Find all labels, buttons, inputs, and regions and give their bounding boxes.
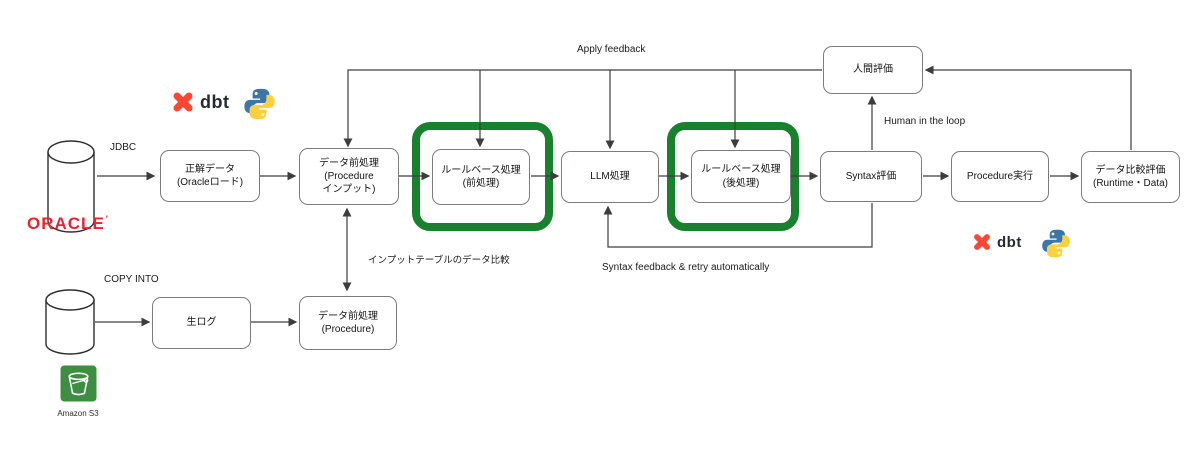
dbt-logo-bottom: dbt (972, 232, 1022, 252)
node-preprocess-procedure: データ前処理 (Procedure) (299, 296, 397, 350)
amazon-s3-icon (60, 365, 96, 402)
node-rule-based-post: ルールベース処理 (後処理) (691, 150, 791, 203)
node-procedure-exec: Procedure実行 (951, 151, 1049, 202)
oracle-trademark: ' (105, 214, 109, 224)
node-rule-based-pre: ルールベース処理 (前処理) (432, 149, 530, 205)
dbt-icon (173, 92, 193, 112)
node-preprocess-input: データ前処理 (Procedure インプット) (299, 148, 399, 205)
node-human-eval: 人間評価 (823, 46, 923, 94)
node-correct-data: 正解データ (Oracleロード) (160, 150, 260, 202)
node-raw-log: 生ログ (152, 297, 251, 349)
syntax-retry-label: Syntax feedback & retry automatically (602, 262, 770, 273)
oracle-database-cylinder-icon (47, 140, 95, 233)
node-data-compare-eval: データ比較評価 (Runtime・Data) (1081, 151, 1180, 203)
node-syntax-eval: Syntax評価 (820, 151, 922, 202)
jdbc-label: JDBC (110, 142, 137, 153)
python-icon-bottom (1042, 229, 1070, 258)
dbt-icon (974, 234, 990, 250)
dbt-wordmark: dbt (997, 233, 1022, 251)
copy-into-label: COPY INTO (104, 274, 159, 285)
dbt-logo-top: dbt (171, 90, 229, 114)
amazon-s3-label: Amazon S3 (57, 409, 99, 418)
human-in-the-loop-label: Human in the loop (884, 116, 966, 127)
python-icon-top (244, 88, 275, 120)
input-table-compare-label: インプットテーブルのデータ比較 (368, 255, 510, 266)
dbt-wordmark: dbt (200, 91, 230, 112)
oracle-wordmark: ORACLE (27, 214, 105, 233)
s3-log-cylinder-icon (45, 289, 95, 355)
node-llm: LLM処理 (561, 151, 659, 203)
oracle-logo: ORACLE' (27, 214, 109, 233)
amazon-s3-logo: Amazon S3 (41, 365, 115, 418)
apply-feedback-label: Apply feedback (577, 44, 646, 55)
